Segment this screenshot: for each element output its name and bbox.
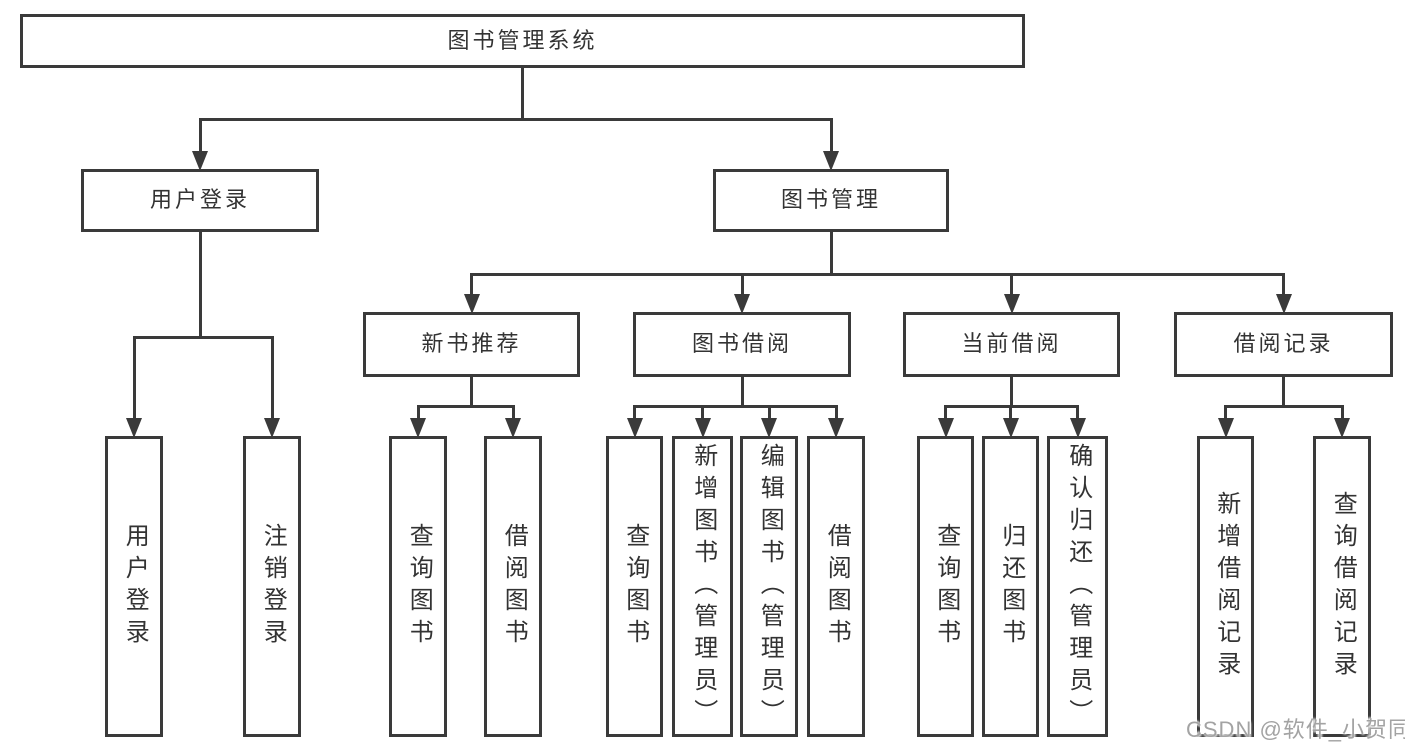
book-mgmt-box: 图书管理 bbox=[713, 169, 949, 232]
leaf-bb-add-box: 新增图书（管理员） bbox=[672, 436, 733, 737]
arrow-down-icon bbox=[626, 418, 643, 438]
borrow-record-label: 借阅记录 bbox=[1233, 331, 1334, 357]
leaf-bb-borrow-label: 借阅图书 bbox=[823, 522, 851, 651]
connector-line bbox=[1340, 405, 1344, 420]
leaf-logout-box: 注销登录 bbox=[243, 436, 301, 737]
arrow-down-icon bbox=[192, 151, 208, 171]
leaf-bb-borrow-box: 借阅图书 bbox=[807, 436, 865, 737]
leaf-br-add-label: 新增借阅记录 bbox=[1212, 490, 1240, 683]
arrow-down-icon bbox=[1002, 418, 1019, 438]
connector-line bbox=[944, 405, 947, 420]
arrow-down-icon bbox=[505, 418, 521, 438]
connector-line bbox=[1076, 405, 1079, 420]
leaf-rec-query-label: 查询图书 bbox=[405, 522, 433, 651]
leaf-cb-confirm-label: 确认归还（管理员） bbox=[1064, 442, 1092, 731]
arrow-down-icon bbox=[1003, 294, 1020, 314]
arrow-down-icon bbox=[463, 294, 480, 314]
connector-line bbox=[1224, 405, 1344, 408]
arrow-down-icon bbox=[937, 418, 954, 438]
arrow-down-icon bbox=[694, 418, 711, 438]
connector-line bbox=[1224, 405, 1227, 420]
leaf-cb-confirm-box: 确认归还（管理员） bbox=[1047, 436, 1108, 737]
csdn-watermark: CSDN @软件_小贺同学 bbox=[1186, 717, 1405, 742]
leaf-cb-return-label: 归还图书 bbox=[997, 522, 1025, 651]
connector-line bbox=[740, 273, 744, 296]
connector-line bbox=[470, 273, 473, 296]
book-mgmt-label: 图书管理 bbox=[780, 187, 881, 213]
arrow-down-icon bbox=[126, 418, 142, 438]
leaf-br-query-label: 查询借阅记录 bbox=[1329, 490, 1357, 683]
connector-line bbox=[1009, 405, 1012, 420]
leaf-rec-borrow-label: 借阅图书 bbox=[500, 522, 528, 651]
connector-line bbox=[416, 405, 420, 420]
connector-line bbox=[701, 405, 704, 420]
connector-line bbox=[767, 405, 771, 420]
borrow-record-box: 借阅记录 bbox=[1174, 312, 1393, 377]
arrow-down-icon bbox=[1069, 418, 1086, 438]
new-book-rec-label: 新书推荐 bbox=[421, 331, 522, 357]
connector-line bbox=[132, 336, 136, 420]
leaf-bb-add-label: 新增图书（管理员） bbox=[689, 442, 717, 731]
connector-line bbox=[521, 68, 524, 121]
user-login-label: 用户登录 bbox=[149, 187, 250, 213]
leaf-br-add-box: 新增借阅记录 bbox=[1197, 436, 1254, 737]
connector-line bbox=[633, 405, 838, 408]
leaf-logout-label: 注销登录 bbox=[259, 522, 287, 651]
leaf-cb-query-box: 查询图书 bbox=[917, 436, 974, 737]
current-borrow-box: 当前借阅 bbox=[903, 312, 1120, 377]
leaf-login-box: 用户登录 bbox=[105, 436, 163, 737]
leaf-bb-query-box: 查询图书 bbox=[606, 436, 663, 737]
connector-line bbox=[470, 273, 1285, 276]
new-book-rec-box: 新书推荐 bbox=[363, 312, 580, 377]
connector-line bbox=[740, 377, 744, 408]
leaf-cb-query-label: 查询图书 bbox=[932, 522, 960, 651]
leaf-cb-return-box: 归还图书 bbox=[982, 436, 1039, 737]
arrow-down-icon bbox=[823, 151, 839, 171]
leaf-bb-edit-box: 编辑图书（管理员） bbox=[740, 436, 798, 737]
connector-line bbox=[1282, 377, 1285, 408]
connector-line bbox=[829, 232, 833, 276]
connector-line bbox=[1010, 377, 1013, 408]
connector-line bbox=[1282, 273, 1285, 296]
connector-line bbox=[834, 405, 838, 420]
connector-line bbox=[511, 405, 515, 420]
leaf-bb-query-label: 查询图书 bbox=[621, 522, 649, 651]
root-label: 图书管理系统 bbox=[447, 27, 598, 53]
book-borrow-box: 图书借阅 bbox=[633, 312, 851, 377]
connector-line bbox=[633, 405, 636, 420]
user-login-box: 用户登录 bbox=[81, 169, 319, 232]
arrow-down-icon bbox=[734, 294, 750, 314]
connector-line bbox=[270, 336, 274, 420]
arrow-down-icon bbox=[1217, 418, 1234, 438]
leaf-br-query-box: 查询借阅记录 bbox=[1313, 436, 1371, 737]
leaf-rec-borrow-box: 借阅图书 bbox=[484, 436, 542, 737]
arrow-down-icon bbox=[1275, 294, 1292, 314]
connector-line bbox=[1010, 273, 1013, 296]
connector-line bbox=[416, 405, 515, 408]
current-borrow-label: 当前借阅 bbox=[961, 331, 1062, 357]
leaf-login-label: 用户登录 bbox=[121, 522, 149, 651]
connector-line bbox=[829, 118, 833, 153]
book-borrow-label: 图书借阅 bbox=[691, 331, 792, 357]
connector-line bbox=[198, 118, 202, 153]
connector-line bbox=[198, 118, 833, 121]
leaf-bb-edit-label: 编辑图书（管理员） bbox=[756, 442, 784, 731]
connector-line bbox=[470, 377, 473, 408]
leaf-rec-query-box: 查询图书 bbox=[389, 436, 447, 737]
arrow-down-icon bbox=[761, 418, 777, 438]
connector-line bbox=[132, 336, 274, 339]
arrow-down-icon bbox=[1334, 418, 1350, 438]
arrow-down-icon bbox=[828, 418, 844, 438]
root-box: 图书管理系统 bbox=[20, 14, 1025, 68]
connector-line bbox=[198, 232, 202, 339]
arrow-down-icon bbox=[264, 418, 280, 438]
arrow-down-icon bbox=[410, 418, 426, 438]
